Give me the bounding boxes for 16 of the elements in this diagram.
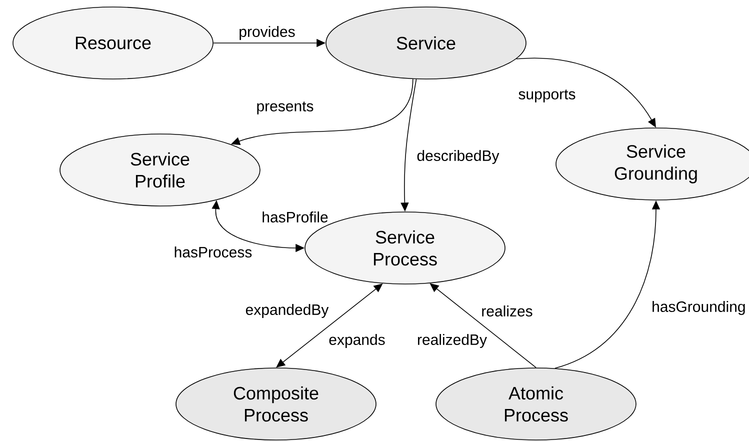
ellipse-node: Service — [326, 6, 526, 80]
ellipse-node: Service Grounding — [556, 128, 749, 200]
ellipse-node: Service Profile — [60, 134, 260, 206]
ellipse-node: Atomic Process — [436, 368, 636, 440]
edge-label: realizes — [480, 304, 534, 318]
edge-label: hasGrounding — [650, 300, 747, 316]
edge-label: provides — [238, 25, 296, 41]
edge-label: describedBy — [416, 149, 500, 165]
edge-label: expandedBy — [244, 303, 330, 319]
inverse-label: realizedBy — [416, 333, 488, 349]
edge-label: presents — [255, 100, 315, 116]
inverse-label: hasProcess — [172, 245, 254, 258]
ellipse-node: Composite Process — [176, 368, 376, 440]
inverse-label: expands — [328, 333, 386, 349]
edge-label: supports — [517, 88, 577, 104]
ellipse-node: Resource — [12, 6, 214, 80]
